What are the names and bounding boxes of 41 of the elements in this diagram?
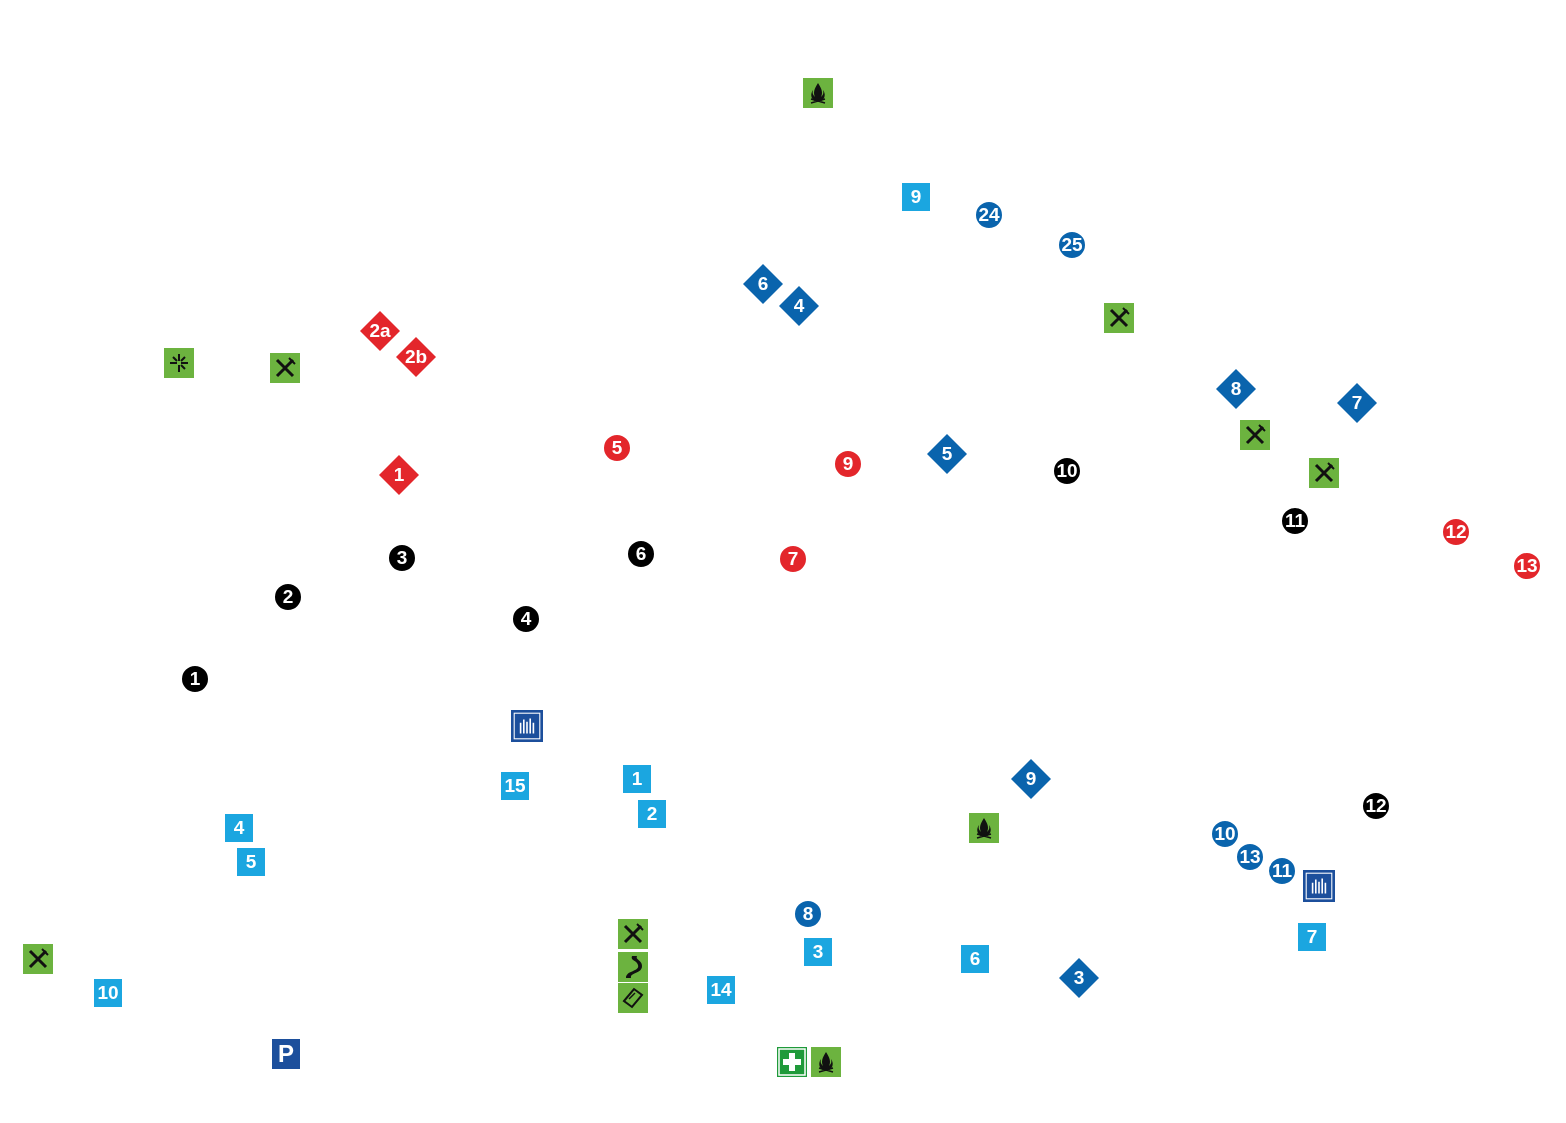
number-marker: 5: [602, 433, 632, 463]
square-marker: 3: [804, 938, 832, 966]
number-marker: 25: [1057, 230, 1087, 260]
square-marker: 5: [237, 848, 265, 876]
diamond-marker: 5: [927, 434, 967, 474]
square-marker: 14: [707, 976, 735, 1004]
square-marker: 7: [1298, 923, 1326, 951]
square-marker: 6: [961, 945, 989, 973]
square-marker: 10: [94, 979, 122, 1007]
number-marker: 12: [1361, 791, 1391, 821]
square-marker: 1: [623, 765, 651, 793]
diamond-marker: 2a: [360, 311, 400, 351]
number-marker: 2: [273, 582, 303, 612]
diamond-marker: 4: [779, 286, 819, 326]
diamond-marker: 6: [743, 264, 783, 304]
square-marker: 2: [638, 800, 666, 828]
number-marker: 7: [778, 544, 808, 574]
number-marker: 12: [1441, 517, 1471, 547]
number-marker: 6: [626, 539, 656, 569]
square-marker: 9: [902, 183, 930, 211]
number-marker: 8: [793, 899, 823, 929]
diamond-marker: 8: [1216, 369, 1256, 409]
number-marker: 10: [1210, 819, 1240, 849]
number-marker: 13: [1512, 551, 1542, 581]
number-marker: 3: [387, 543, 417, 573]
number-marker: 10: [1052, 456, 1082, 486]
diamond-marker: 9: [1011, 759, 1051, 799]
number-marker: 1: [180, 664, 210, 694]
diamond-marker: 1: [379, 455, 419, 495]
number-marker: 11: [1267, 856, 1297, 886]
diamond-marker: 2b: [396, 337, 436, 377]
square-marker: 15: [501, 772, 529, 800]
number-marker: 11: [1280, 506, 1310, 536]
number-marker: 9: [833, 449, 863, 479]
square-marker: 4: [225, 814, 253, 842]
diamond-marker: 7: [1337, 383, 1377, 423]
number-marker: 13: [1235, 842, 1265, 872]
number-marker: 4: [511, 604, 541, 634]
diamond-marker: 3: [1059, 958, 1099, 998]
number-marker: 24: [974, 200, 1004, 230]
parking-sign: P: [272, 1039, 300, 1069]
